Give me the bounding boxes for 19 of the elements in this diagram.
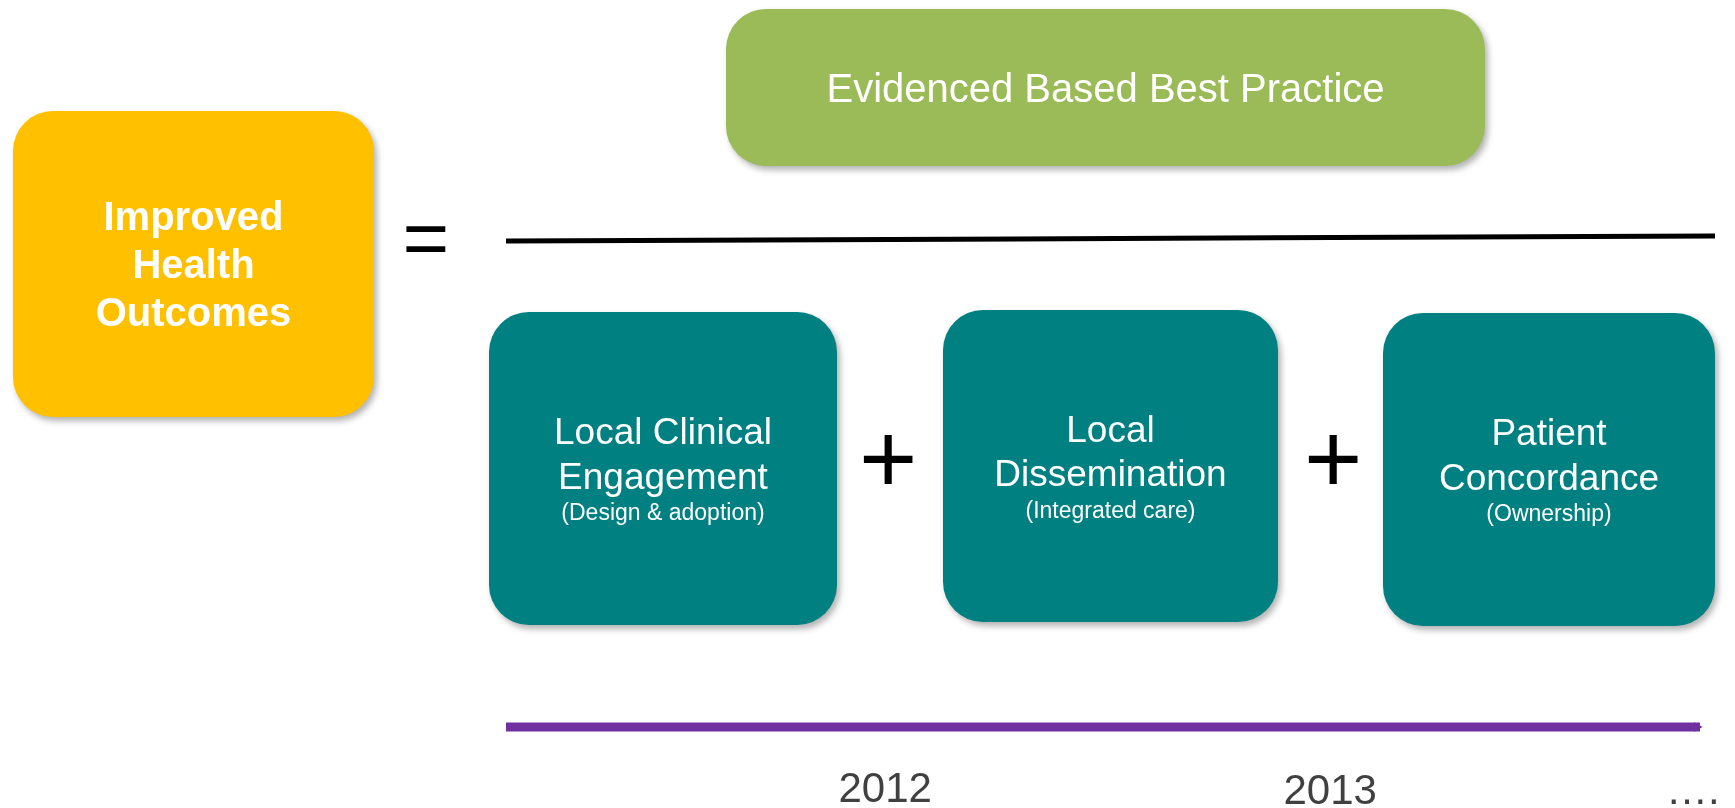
- node-title: Improved Health Outcomes: [94, 193, 293, 336]
- year-label: 2012: [838, 767, 932, 808]
- node-subtitle: (Design & adoption): [561, 499, 765, 527]
- process-box: [489, 312, 837, 625]
- practice-box: [726, 9, 1485, 166]
- node-title: Evidenced Based Best Practice: [826, 64, 1385, 112]
- node-subtitle: (Integrated care): [1025, 496, 1196, 525]
- node-title: Local Dissemination: [993, 407, 1228, 497]
- process-box: [1383, 313, 1715, 626]
- continuation-text: ….: [1666, 769, 1720, 808]
- node-subtitle: (Ownership): [1486, 500, 1612, 528]
- plus-sign: +: [1304, 408, 1363, 508]
- node-title: Patient Concordance: [1437, 411, 1661, 500]
- process-box: [943, 310, 1278, 622]
- outcome-box: [13, 111, 374, 417]
- year-label: 2013: [1283, 769, 1377, 808]
- plus-sign: +: [859, 408, 918, 508]
- equals-sign: =: [402, 198, 450, 278]
- node-title: Local Clinical Engagement: [553, 410, 773, 499]
